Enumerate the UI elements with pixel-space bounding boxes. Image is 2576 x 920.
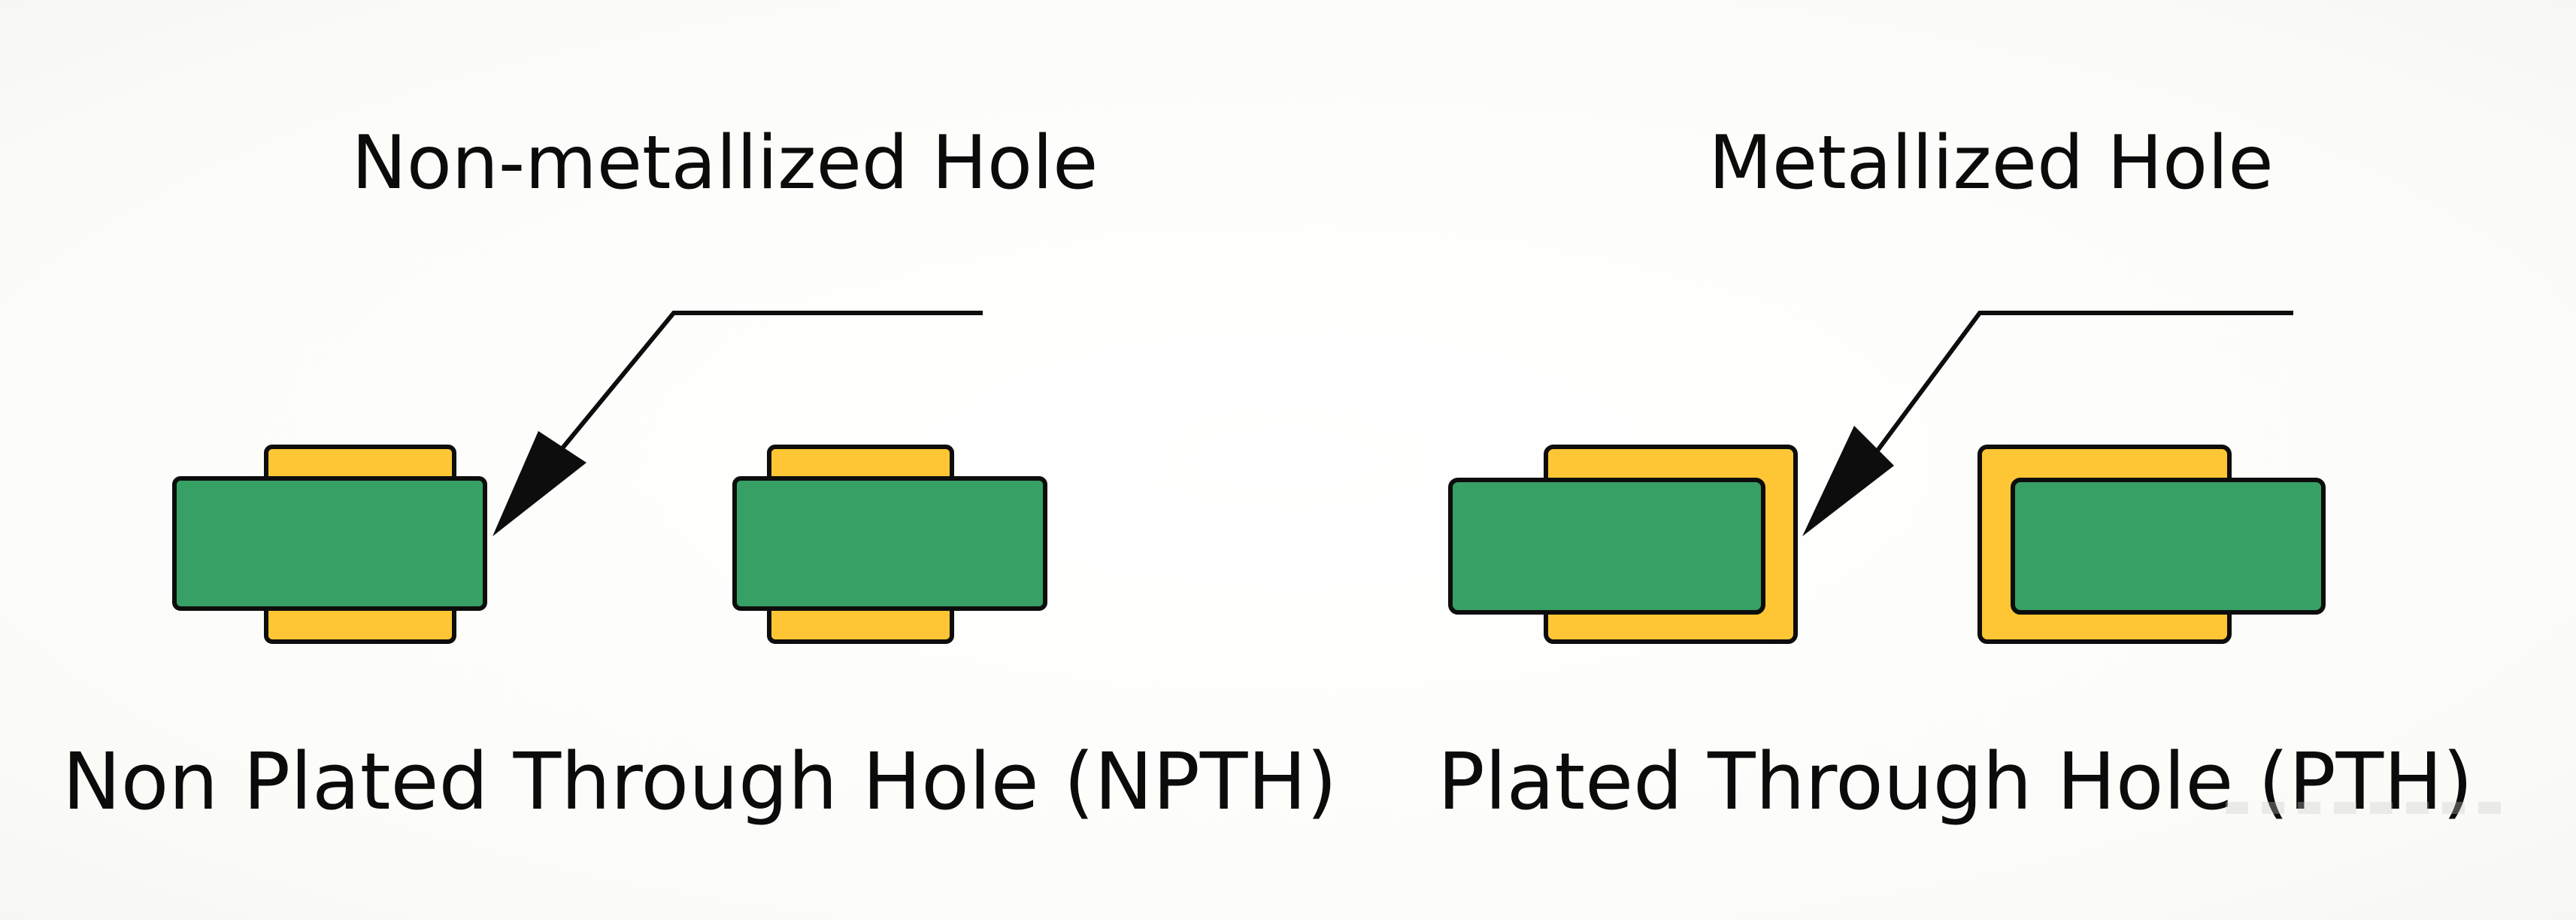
npth-caption: Non Plated Through Hole (NPTH) xyxy=(62,736,1338,827)
npth-leader-arrow-icon xyxy=(492,311,983,536)
pth-title: Metallized Hole xyxy=(1708,120,2274,206)
npth-board-left xyxy=(172,445,487,644)
pcb-substrate xyxy=(172,476,487,611)
pcb-substrate xyxy=(2011,478,2326,615)
npth-title: Non-metallized Hole xyxy=(351,120,1099,206)
npth-cross-section xyxy=(172,311,1047,644)
npth-board-right xyxy=(732,445,1047,644)
pth-board-right xyxy=(1977,445,2326,644)
watermark-artifact xyxy=(2226,802,2511,814)
pth-caption: Plated Through Hole (PTH) xyxy=(1438,736,2473,827)
pth-board-left xyxy=(1448,445,1798,644)
pcb-substrate xyxy=(732,476,1047,611)
pth-cross-section xyxy=(1448,311,2326,644)
pcb-substrate xyxy=(1448,478,1765,615)
pth-leader-arrow-icon xyxy=(1802,311,2293,536)
